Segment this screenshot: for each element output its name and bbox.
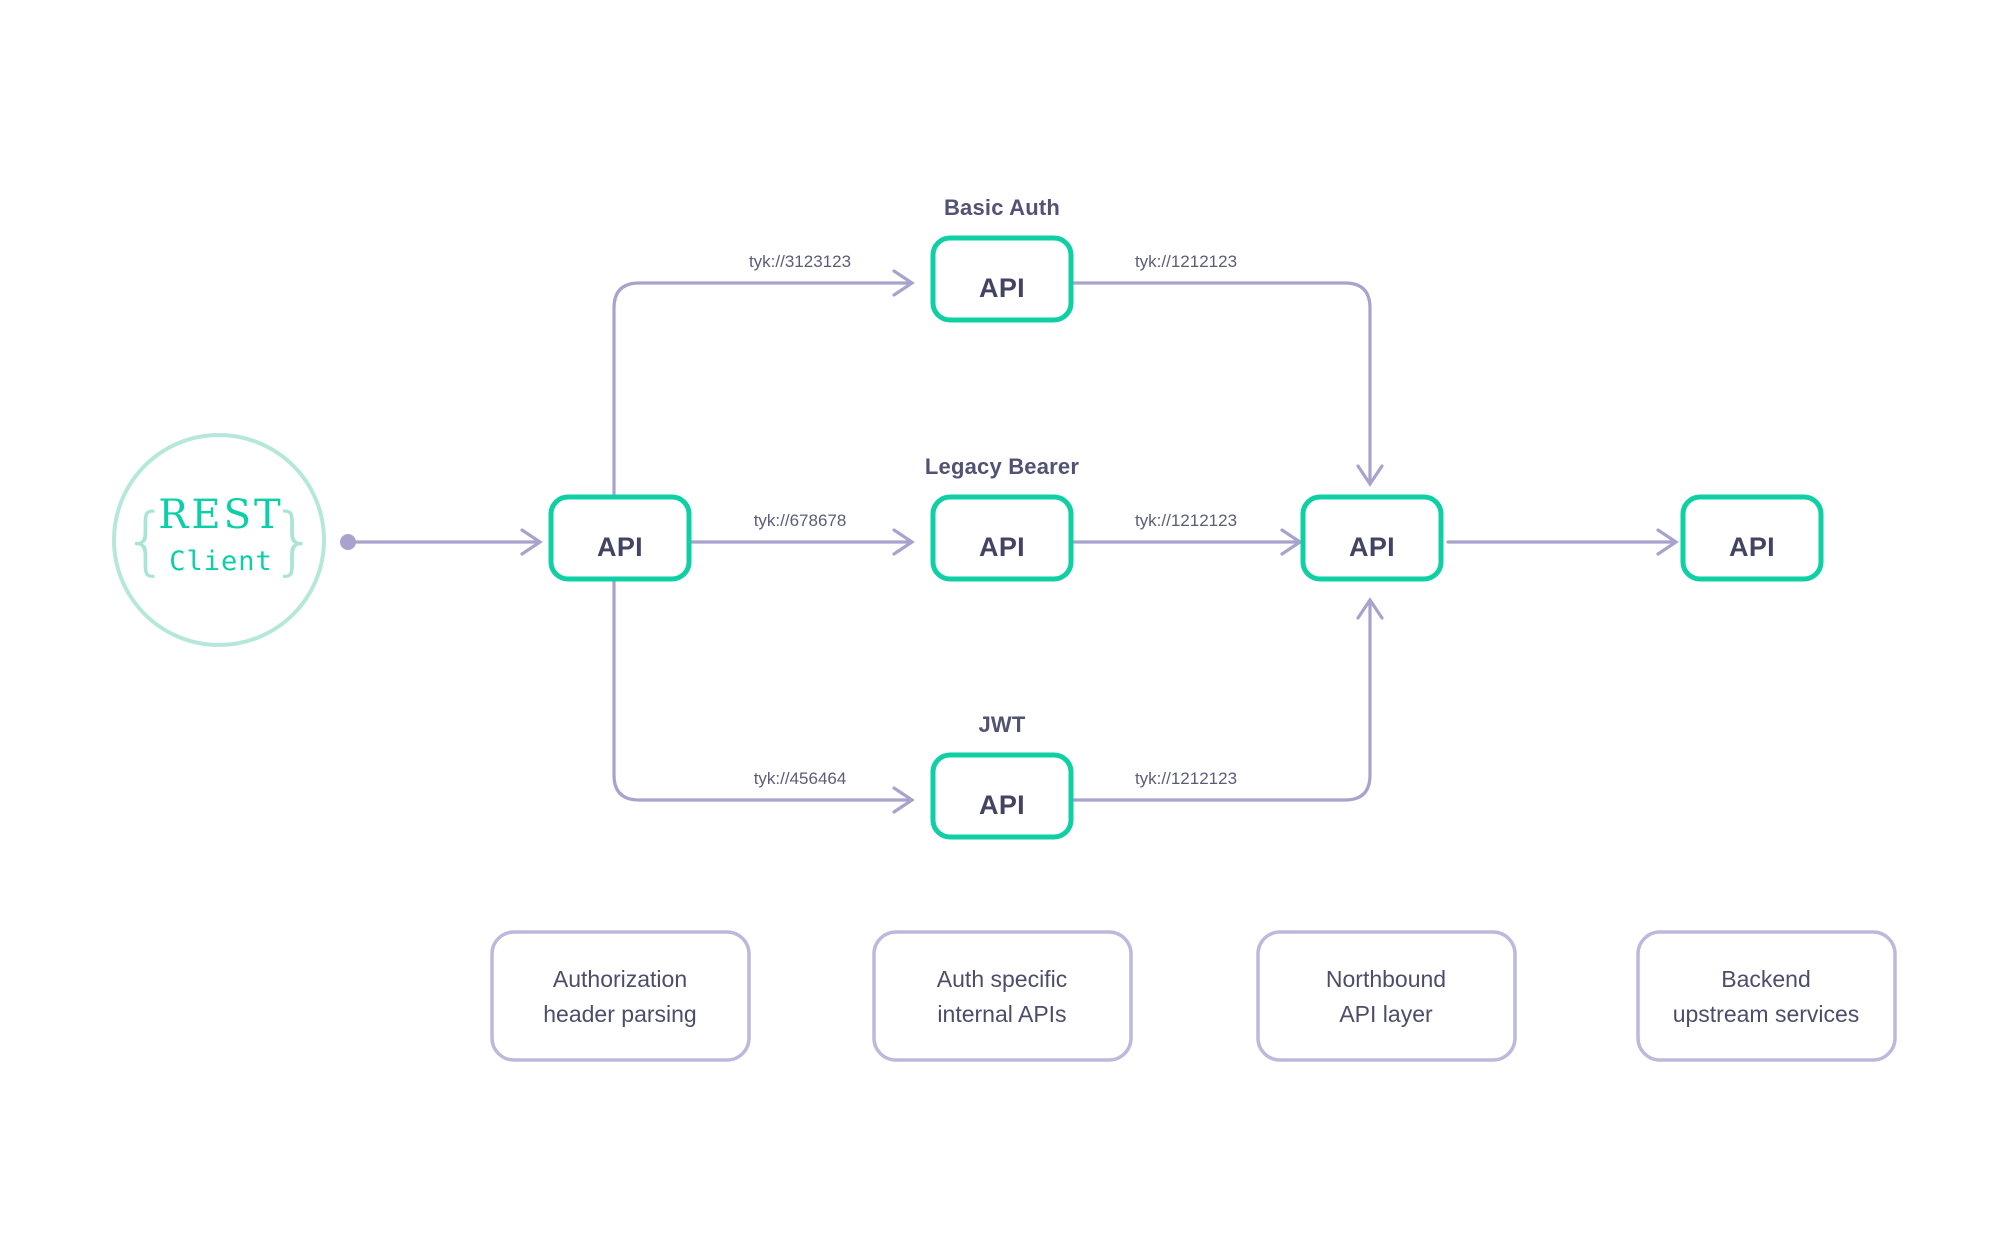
arrowhead-jwt-to-northbound bbox=[1356, 597, 1384, 620]
caption-box-northbound-api-layer bbox=[1256, 930, 1517, 1062]
caption-backend-upstream-services: Backend upstream services bbox=[1636, 930, 1897, 1062]
arrowhead-gateway-to-jwt bbox=[892, 786, 915, 814]
caption-box-auth-specific-internal-apis bbox=[872, 930, 1133, 1062]
edge-origin-dot bbox=[340, 534, 356, 550]
node-jwt-api[interactable]: API bbox=[930, 752, 1074, 840]
edge-gateway-to-legacy bbox=[690, 528, 915, 556]
node-legacy-bearer-api-label: API bbox=[979, 532, 1025, 562]
caption-authorization-header-parsing: Authorization header parsing bbox=[490, 930, 751, 1062]
edge-jwt-to-northbound bbox=[1072, 597, 1384, 802]
caption-line1-authorization-header-parsing: Authorization bbox=[553, 966, 687, 992]
section-title-layer: Basic Auth Legacy Bearer JWT bbox=[925, 195, 1079, 737]
caption-box-authorization-header-parsing bbox=[490, 930, 751, 1062]
rest-client-ring bbox=[112, 433, 326, 647]
caption-auth-specific-internal-apis: Auth specific internal APIs bbox=[872, 930, 1133, 1062]
node-basic-auth-api-box bbox=[930, 235, 1074, 323]
caption-box-backend-upstream-services bbox=[1636, 930, 1897, 1062]
node-northbound-label: API bbox=[1349, 532, 1395, 562]
caption-line1-northbound-api-layer: Northbound bbox=[1326, 966, 1446, 992]
node-backend-label: API bbox=[1729, 532, 1775, 562]
edge-label-gateway-to-legacy: tyk://678678 bbox=[754, 511, 847, 530]
edge-line-basic-to-northbound bbox=[1072, 281, 1372, 482]
caption-line2-backend-upstream-services: upstream services bbox=[1673, 1001, 1860, 1027]
edge-label-legacy-to-northbound: tyk://1212123 bbox=[1135, 511, 1237, 530]
arrowhead-basic-to-northbound bbox=[1356, 464, 1384, 487]
node-gateway-label: API bbox=[597, 532, 643, 562]
edge-gateway-to-jwt bbox=[612, 578, 915, 814]
node-northbound-box bbox=[1300, 494, 1444, 582]
node-jwt-api-label: API bbox=[979, 790, 1025, 820]
brace-left-icon: { bbox=[122, 498, 169, 584]
node-gateway-box bbox=[548, 494, 692, 582]
node-gateway[interactable]: API bbox=[548, 494, 692, 582]
edge-line-jwt-to-northbound bbox=[1072, 602, 1372, 802]
edge-label-layer: tyk://3123123 tyk://678678 tyk://456464 … bbox=[749, 252, 1237, 788]
node-basic-auth-api-label: API bbox=[979, 273, 1025, 303]
caption-northbound-api-layer: Northbound API layer bbox=[1256, 930, 1517, 1062]
rest-client-node[interactable]: { } REST Client bbox=[112, 433, 326, 647]
caption-line2-authorization-header-parsing: header parsing bbox=[543, 1001, 696, 1027]
node-northbound[interactable]: API bbox=[1300, 494, 1444, 582]
arrowhead-client-to-gateway bbox=[520, 528, 543, 556]
arrowhead-gateway-to-legacy bbox=[892, 528, 915, 556]
section-title-basic-auth: Basic Auth bbox=[944, 195, 1060, 220]
caption-line2-northbound-api-layer: API layer bbox=[1339, 1001, 1433, 1027]
section-title-jwt: JWT bbox=[978, 712, 1025, 737]
node-backend[interactable]: API bbox=[1680, 494, 1824, 582]
arrowhead-gateway-to-basic bbox=[892, 269, 915, 297]
caption-line1-backend-upstream-services: Backend bbox=[1721, 966, 1811, 992]
edge-label-basic-to-northbound: tyk://1212123 bbox=[1135, 252, 1237, 271]
edge-label-gateway-to-jwt: tyk://456464 bbox=[754, 769, 847, 788]
edge-basic-to-northbound bbox=[1072, 281, 1384, 487]
node-legacy-bearer-api-box bbox=[930, 494, 1074, 582]
rest-client-subtitle: Client bbox=[169, 546, 273, 577]
edge-line-gateway-to-jwt bbox=[612, 578, 910, 802]
arrowhead-northbound-to-backend bbox=[1656, 528, 1679, 556]
rest-client-title: REST bbox=[158, 492, 283, 538]
edge-line-gateway-to-basic bbox=[612, 281, 910, 496]
arrowhead-legacy-to-northbound bbox=[1280, 528, 1303, 556]
edge-legacy-to-northbound bbox=[1072, 528, 1303, 556]
caption-line1-auth-specific-internal-apis: Auth specific bbox=[937, 966, 1067, 992]
edge-label-gateway-to-basic: tyk://3123123 bbox=[749, 252, 851, 271]
edge-label-jwt-to-northbound: tyk://1212123 bbox=[1135, 769, 1237, 788]
section-title-legacy-bearer: Legacy Bearer bbox=[925, 454, 1079, 479]
node-backend-box bbox=[1680, 494, 1824, 582]
node-legacy-bearer-api[interactable]: API bbox=[930, 494, 1074, 582]
edge-northbound-to-backend bbox=[1446, 528, 1679, 556]
brace-right-icon: } bbox=[270, 498, 317, 584]
edge-client-to-gateway bbox=[340, 528, 543, 556]
caption-line2-auth-specific-internal-apis: internal APIs bbox=[937, 1001, 1066, 1027]
node-jwt-api-box bbox=[930, 752, 1074, 840]
connector-layer bbox=[340, 269, 1679, 814]
edge-gateway-to-basic bbox=[612, 269, 915, 496]
node-basic-auth-api[interactable]: API bbox=[930, 235, 1074, 323]
